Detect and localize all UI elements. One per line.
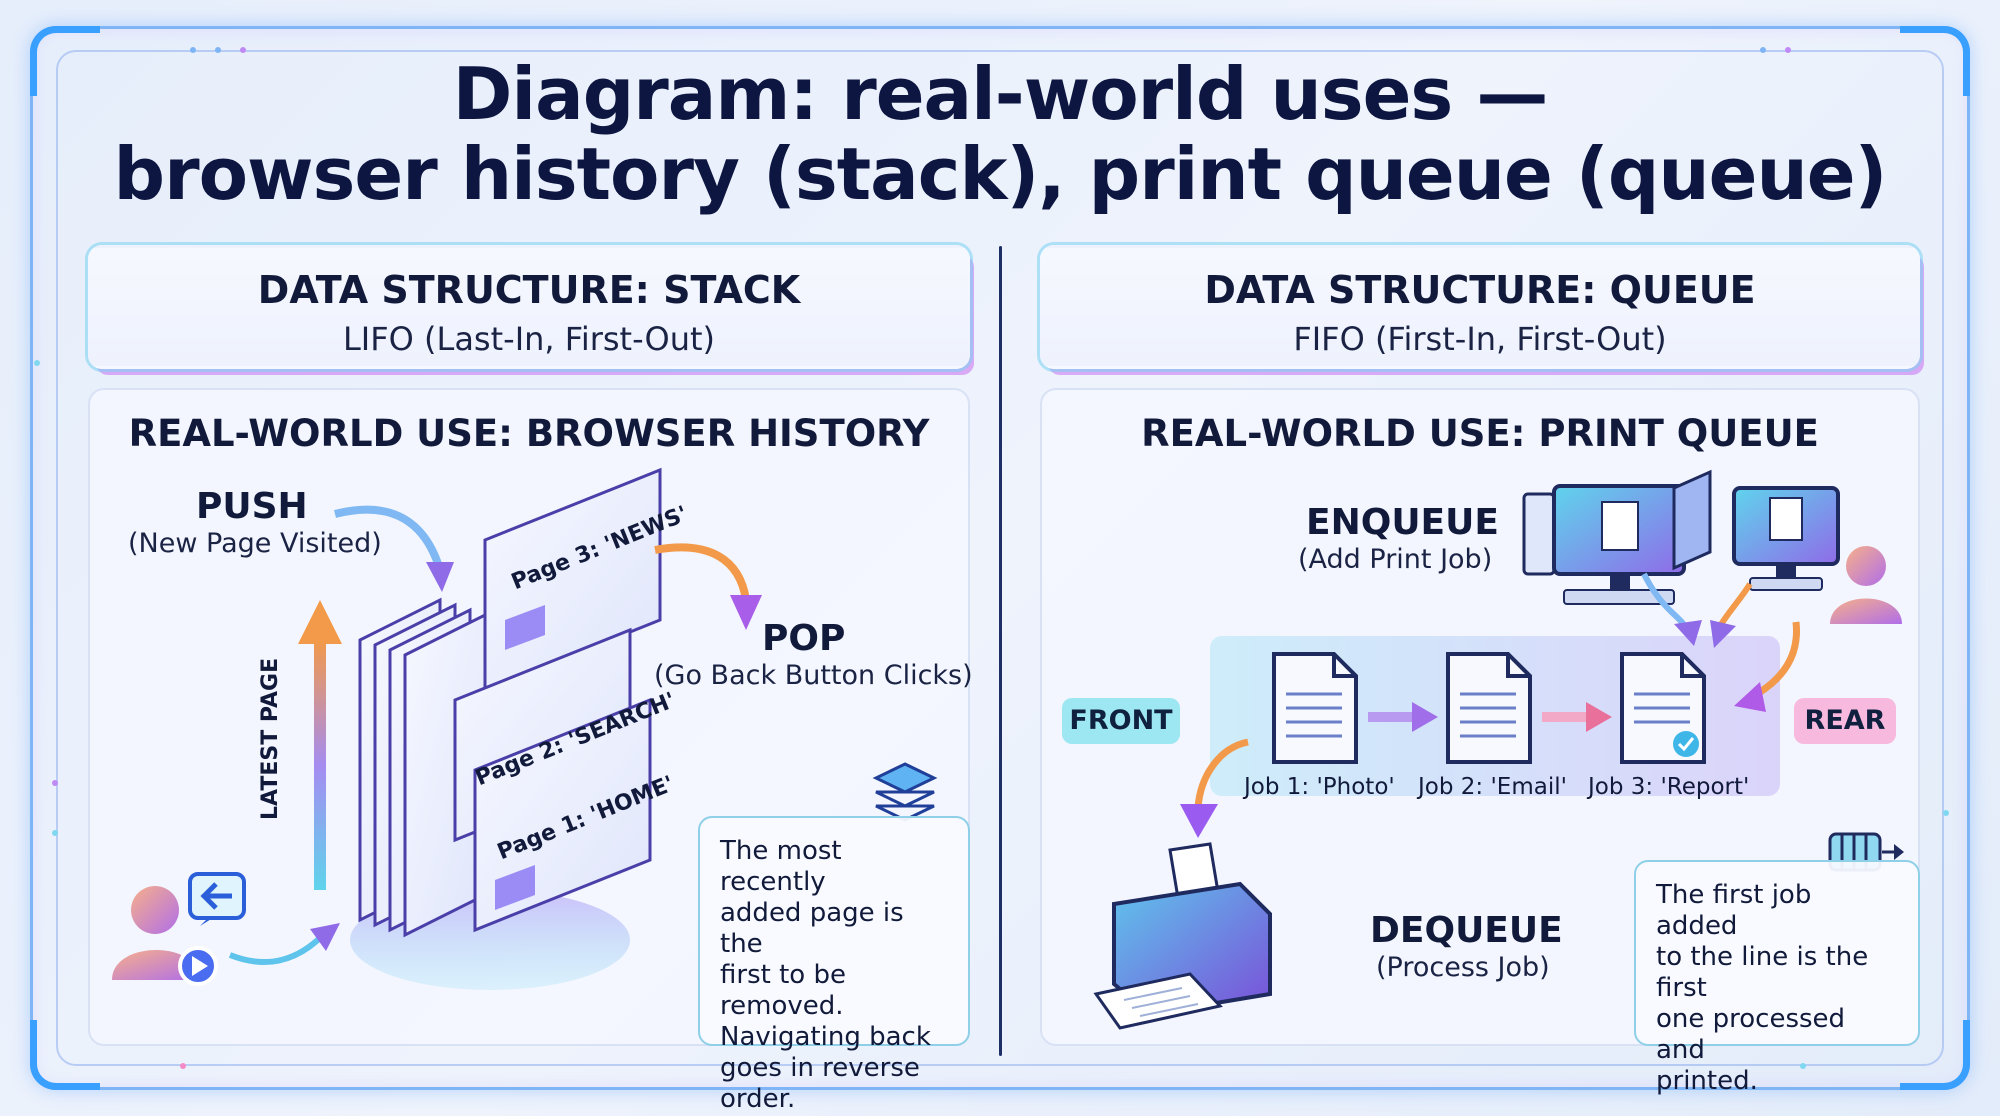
queue-user-icon (1830, 546, 1902, 624)
push-sublabel: (New Page Visited) (128, 528, 382, 559)
document-icon (1272, 652, 1358, 764)
pop-arrow (654, 543, 762, 630)
queue-header-title: DATA STRUCTURE: QUEUE (1204, 268, 1756, 312)
frame-corner (30, 26, 100, 96)
decor-dot (34, 360, 40, 366)
enqueue-sublabel: (Add Print Job) (1298, 544, 1493, 575)
stack-header-subtitle: LIFO (Last-In, First-Out) (342, 320, 716, 358)
queue-note-box: The first job added to the line is the f… (1634, 860, 1920, 1096)
enqueue-label: ENQUEUE (1306, 502, 1499, 543)
latest-page-arrow (298, 600, 342, 890)
job-3-label: Job 3: 'Report' (1588, 774, 1750, 800)
printer-icon (1093, 842, 1272, 1030)
push-arrow (334, 505, 454, 592)
stack-note-line: order. (720, 1084, 796, 1114)
queue-arrow (1542, 702, 1612, 732)
dequeue-sublabel: (Process Job) (1376, 952, 1550, 983)
stack-note-line: first to be removed. (720, 960, 846, 1021)
decor-dot (240, 47, 246, 53)
job-2-label: Job 2: 'Email' (1418, 774, 1567, 800)
queue-note-line: one processed and (1656, 1004, 1846, 1065)
computer-icon (1522, 469, 1840, 605)
latest-page-label: LATEST PAGE (258, 657, 283, 820)
decor-dot (1785, 47, 1791, 53)
browser-history-title: REAL-WORLD USE: BROWSER HISTORY (128, 412, 930, 455)
stack-note-line: Navigating back (720, 1022, 931, 1052)
dequeue-label: DEQUEUE (1370, 910, 1563, 951)
decor-dot (180, 1063, 186, 1069)
push-label: PUSH (196, 486, 308, 527)
queue-note-line: The first job added (1656, 880, 1812, 941)
decor-dot (1800, 1063, 1806, 1069)
pop-sublabel: (Go Back Button Clicks) (654, 660, 973, 691)
browser-page-stack (350, 467, 662, 990)
user-icon (112, 886, 218, 986)
frame-corner (30, 1020, 100, 1090)
back-arrow-icon (188, 872, 246, 926)
decor-dot (1943, 810, 1949, 816)
queue-header-subtitle: FIFO (First-In, First-Out) (1293, 320, 1667, 358)
document-icon (1446, 652, 1532, 764)
page-title-line-1: Diagram: real-world uses — (452, 52, 1549, 136)
decor-dot (1760, 47, 1766, 53)
decor-dot (190, 47, 196, 53)
queue-arrow (1368, 702, 1438, 732)
center-divider (999, 246, 1002, 1056)
frame-corner (1900, 26, 1970, 96)
frame-corner (1900, 1020, 1970, 1090)
front-tag: FRONT (1062, 698, 1180, 744)
stack-header-card: DATA STRUCTURE: STACK LIFO (Last-In, Fir… (88, 245, 970, 369)
stack-layers-icon (872, 762, 938, 822)
enqueue-rear-arrow (1734, 621, 1801, 712)
dequeue-arrow (1180, 738, 1249, 838)
outer-frame (30, 26, 1970, 1090)
queue-note-line: to the line is the first (1656, 942, 1869, 1003)
job-1-label: Job 1: 'Photo' (1244, 774, 1395, 800)
decor-dot (52, 830, 58, 836)
queue-header-card: DATA STRUCTURE: QUEUE FIFO (First-In, Fi… (1040, 245, 1920, 369)
stack-header-title: DATA STRUCTURE: STACK (257, 268, 801, 312)
page-title-line-2: browser history (stack), print queue (qu… (113, 132, 1888, 216)
document-icon (1620, 652, 1706, 764)
stack-note-line: The most recently (720, 836, 842, 897)
print-queue-title: REAL-WORLD USE: PRINT QUEUE (1141, 412, 1819, 455)
user-to-stack-arrow (228, 923, 340, 965)
stack-note-line: added page is the (720, 898, 904, 959)
pop-label: POP (762, 618, 846, 659)
enqueue-arrow (1641, 572, 1753, 648)
decor-dot (215, 47, 221, 53)
stack-note-line: goes in reverse (720, 1053, 920, 1083)
stack-note-box: The most recently added page is the firs… (698, 816, 970, 1114)
rear-tag: REAR (1794, 698, 1896, 744)
inner-frame (56, 50, 1944, 1066)
decor-dot (52, 780, 58, 786)
queue-note-line: printed. (1656, 1066, 1758, 1096)
